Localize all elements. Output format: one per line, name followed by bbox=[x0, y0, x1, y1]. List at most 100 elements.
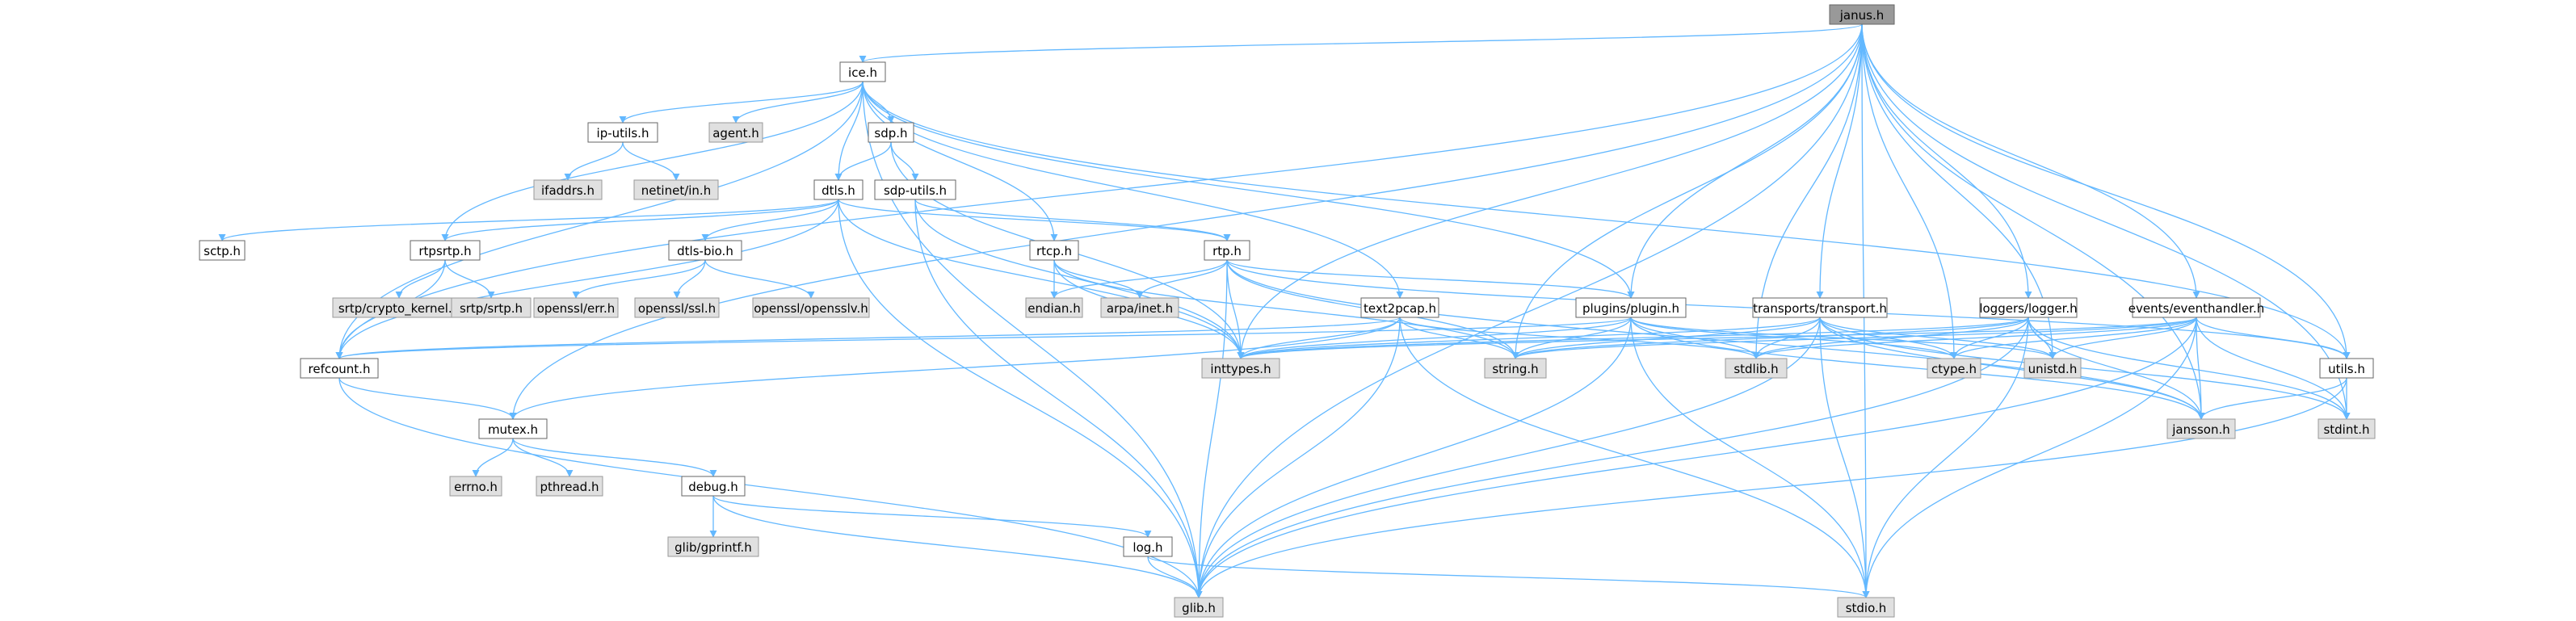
edge-logger-to-stdint bbox=[2028, 317, 2351, 420]
node-ice-label: ice.h bbox=[848, 65, 877, 80]
node-endian-box bbox=[1025, 297, 1083, 318]
node-mutex[interactable]: mutex.h bbox=[478, 418, 548, 439]
edge-text2pcap-to-mutex bbox=[509, 317, 1401, 420]
node-srtpsrtp-box bbox=[451, 297, 532, 318]
node-eventhandler-label: events/eventhandler.h bbox=[2128, 301, 2265, 316]
edge-eventhandler-to-stdlib bbox=[1752, 317, 2197, 359]
node-logger[interactable]: loggers/logger.h bbox=[1979, 297, 2078, 318]
node-dtls-box bbox=[813, 179, 864, 200]
node-janus[interactable]: janus.h bbox=[1829, 4, 1895, 25]
node-rtcp-box bbox=[1029, 240, 1079, 261]
edge-eventhandler-to-jansson bbox=[2196, 317, 2205, 420]
node-log-box bbox=[1123, 536, 1173, 557]
edge-mutex-to-pthread bbox=[512, 438, 574, 477]
node-rtpsrtp[interactable]: rtpsrtp.h bbox=[410, 240, 481, 261]
edge-transport-to-inttypes bbox=[1237, 317, 1821, 359]
node-ctype: ctype.h bbox=[1927, 358, 1981, 379]
node-rtp[interactable]: rtp.h bbox=[1204, 240, 1250, 261]
edge-rtpsrtp-to-srtpsrtp bbox=[444, 259, 495, 299]
node-netinet-label: netinet/in.h bbox=[641, 183, 711, 198]
node-ifaddrs-box bbox=[533, 179, 603, 200]
node-sctp[interactable]: sctp.h bbox=[199, 240, 246, 261]
node-unistd-box bbox=[2023, 358, 2082, 379]
node-dtlsbio-box bbox=[668, 240, 742, 261]
node-sctp-label: sctp.h bbox=[204, 244, 241, 258]
edge-janus-to-plugin bbox=[1627, 23, 1863, 299]
node-rtpsrtp-box bbox=[410, 240, 481, 261]
edge-log-to-glib bbox=[1147, 556, 1203, 598]
node-text2pcap[interactable]: text2pcap.h bbox=[1360, 297, 1439, 318]
node-mutex-label: mutex.h bbox=[488, 422, 538, 437]
node-netinet-box bbox=[633, 179, 719, 200]
edge-rtcp-to-string bbox=[1053, 259, 1519, 359]
node-arpainet-box bbox=[1100, 297, 1179, 318]
edge-dtlsbio-to-opensslv bbox=[704, 259, 815, 299]
node-transport[interactable]: transports/transport.h bbox=[1752, 297, 1888, 318]
node-jansson: jansson.h bbox=[2166, 418, 2236, 439]
node-plugin-box bbox=[1575, 297, 1687, 318]
node-dtls[interactable]: dtls.h bbox=[813, 179, 864, 200]
node-arpainet: arpa/inet.h bbox=[1100, 297, 1179, 318]
node-ice[interactable]: ice.h bbox=[839, 61, 886, 82]
node-sdputils-label: sdp-utils.h bbox=[884, 183, 947, 198]
node-plugin[interactable]: plugins/plugin.h bbox=[1575, 297, 1687, 318]
node-inttypes-label: inttypes.h bbox=[1210, 362, 1271, 376]
node-utils-box bbox=[2319, 358, 2374, 379]
node-iputils[interactable]: ip-utils.h bbox=[587, 122, 658, 143]
node-agent-box bbox=[708, 122, 763, 143]
edge-janus-to-transport bbox=[1816, 23, 1863, 299]
edge-rtpsrtp-to-srtpkernel bbox=[395, 259, 446, 299]
edge-rtp-to-plugin bbox=[1226, 259, 1635, 299]
edge-plugin-to-glib bbox=[1195, 317, 1632, 598]
edge-dtls-to-rtp bbox=[838, 199, 1231, 241]
edge-eventhandler-to-glib bbox=[1195, 317, 2197, 598]
edge-rtp-to-inttypes bbox=[1226, 259, 1245, 359]
edge-janus-to-inttypes bbox=[1237, 23, 1863, 359]
node-rtpsrtp-label: rtpsrtp.h bbox=[418, 244, 471, 258]
node-pthread: pthread.h bbox=[536, 476, 603, 497]
edge-refcount-to-mutex bbox=[338, 377, 517, 420]
edge-debug-to-log bbox=[712, 495, 1152, 538]
edge-plugin-to-string bbox=[1511, 317, 1632, 359]
edge-text2pcap-to-stdlib bbox=[1399, 317, 1760, 359]
node-sdp[interactable]: sdp.h bbox=[868, 122, 914, 143]
node-log[interactable]: log.h bbox=[1123, 536, 1173, 557]
edge-eventhandler-to-stdio bbox=[1862, 317, 2197, 598]
edge-janus-to-ctype bbox=[1861, 23, 1958, 359]
edge-text2pcap-to-stdio bbox=[1399, 317, 1870, 598]
edge-janus-to-ice bbox=[859, 23, 1863, 63]
node-unistd: unistd.h bbox=[2023, 358, 2082, 379]
node-ctype-label: ctype.h bbox=[1931, 362, 1977, 376]
node-debug[interactable]: debug.h bbox=[681, 476, 746, 497]
node-sdputils[interactable]: sdp-utils.h bbox=[874, 179, 956, 200]
edge-rtp-to-endian bbox=[1050, 259, 1228, 299]
node-pthread-label: pthread.h bbox=[540, 480, 599, 494]
edge-text2pcap-to-inttypes bbox=[1237, 317, 1401, 359]
node-mutex-box bbox=[478, 418, 548, 439]
node-stdio-box bbox=[1837, 597, 1895, 618]
node-glib-box bbox=[1174, 597, 1224, 618]
node-inttypes-box bbox=[1201, 358, 1280, 379]
node-rtcp[interactable]: rtcp.h bbox=[1029, 240, 1079, 261]
node-iputils-label: ip-utils.h bbox=[597, 126, 649, 141]
edge-debug-to-glib bbox=[712, 495, 1203, 598]
node-netinet: netinet/in.h bbox=[633, 179, 719, 200]
node-agent-label: agent.h bbox=[712, 126, 759, 141]
edge-logger-to-stdio bbox=[1862, 317, 2029, 598]
edge-sdputils-to-glib bbox=[914, 199, 1203, 598]
edge-iputils-to-netinet bbox=[622, 141, 680, 181]
node-errno: errno.h bbox=[449, 476, 502, 497]
node-jansson-box bbox=[2166, 418, 2236, 439]
edge-janus-to-stdint bbox=[1861, 23, 2351, 420]
node-eventhandler[interactable]: events/eventhandler.h bbox=[2128, 297, 2265, 318]
node-utils[interactable]: utils.h bbox=[2319, 358, 2374, 379]
node-refcount[interactable]: refcount.h bbox=[300, 358, 379, 379]
edge-transport-to-stdio bbox=[1819, 317, 1870, 598]
node-dtlsbio[interactable]: dtls-bio.h bbox=[668, 240, 742, 261]
node-errno-label: errno.h bbox=[454, 480, 498, 494]
node-srtpsrtp-label: srtp/srtp.h bbox=[460, 301, 523, 316]
node-dtls-label: dtls.h bbox=[822, 183, 855, 198]
edge-transport-to-unistd bbox=[1819, 317, 2057, 359]
